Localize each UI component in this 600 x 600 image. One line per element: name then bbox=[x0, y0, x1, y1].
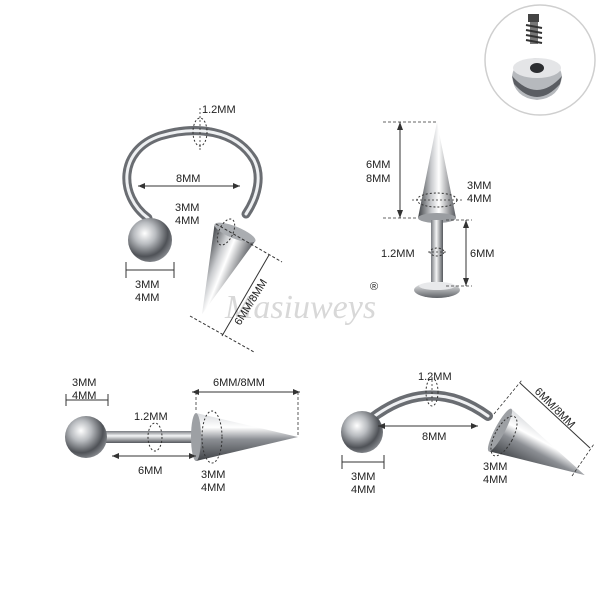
barbell-cone-base-label-2: 4MM bbox=[201, 482, 225, 494]
barbell-ball-label-2: 4MM bbox=[72, 390, 96, 402]
barbell-bar bbox=[100, 431, 200, 443]
barbell-cone-base-label-1: 3MM bbox=[201, 469, 225, 481]
horseshoe-ball-label-1: 3MM bbox=[135, 279, 159, 291]
horseshoe-diameter-label: 8MM bbox=[176, 173, 200, 185]
curved-ball bbox=[341, 411, 383, 453]
straight-barbell bbox=[65, 413, 298, 461]
internally-threaded-labret-detail-icon bbox=[512, 14, 562, 100]
barbell-ball-label-1: 3MM bbox=[72, 377, 96, 389]
curved-cone-length-label: 6MM/8MM bbox=[532, 386, 577, 431]
horseshoe-spike bbox=[202, 222, 256, 315]
curved-ball-label-2: 4MM bbox=[351, 484, 375, 496]
barbell-cone-length-label: 6MM/8MM bbox=[213, 377, 265, 389]
labret-spike bbox=[418, 122, 456, 218]
labret-cone-base-label-1: 3MM bbox=[467, 180, 491, 192]
watermark-registered-mark: ® bbox=[370, 281, 378, 293]
curved-barbell bbox=[341, 390, 585, 476]
labret-cone-length-label-2: 8MM bbox=[366, 173, 390, 185]
curved-bar-length-label: 8MM bbox=[422, 431, 446, 443]
labret-cone-base-label-2: 4MM bbox=[467, 193, 491, 205]
labret-post-length-label: 6MM bbox=[470, 248, 494, 260]
horseshoe-cone-base-label-1: 3MM bbox=[175, 202, 199, 214]
watermark: Masiuweys bbox=[224, 289, 376, 326]
curved-dimensions bbox=[341, 377, 595, 477]
labret-cone-length-label-1: 6MM bbox=[366, 159, 390, 171]
horseshoe-gauge-label: 1.2MM bbox=[202, 104, 236, 116]
horseshoe-cone-base-label-2: 4MM bbox=[175, 215, 199, 227]
barbell-ball bbox=[65, 416, 107, 458]
horseshoe-ball-label-2: 4MM bbox=[135, 292, 159, 304]
horseshoe-ball bbox=[128, 218, 172, 262]
horseshoe-dimensions bbox=[125, 108, 283, 353]
curved-cone-base-label-2: 4MM bbox=[483, 474, 507, 486]
curved-ball-label-1: 3MM bbox=[351, 471, 375, 483]
barbell-spike bbox=[196, 413, 298, 461]
curved-cone-base-label-1: 3MM bbox=[483, 461, 507, 473]
barbell-gauge-label: 1.2MM bbox=[134, 411, 168, 423]
barbell-dimensions bbox=[65, 389, 300, 464]
labret-stud bbox=[414, 122, 460, 298]
labret-gauge-label: 1.2MM bbox=[381, 248, 415, 260]
labret-post bbox=[431, 220, 443, 282]
barbell-bar-length-label: 6MM bbox=[138, 465, 162, 477]
horseshoe-ring bbox=[122, 126, 263, 315]
curved-gauge-label: 1.2MM bbox=[418, 371, 452, 383]
curved-spike bbox=[487, 408, 585, 476]
inset-detail bbox=[484, 4, 596, 116]
labret-dimensions bbox=[383, 121, 472, 287]
